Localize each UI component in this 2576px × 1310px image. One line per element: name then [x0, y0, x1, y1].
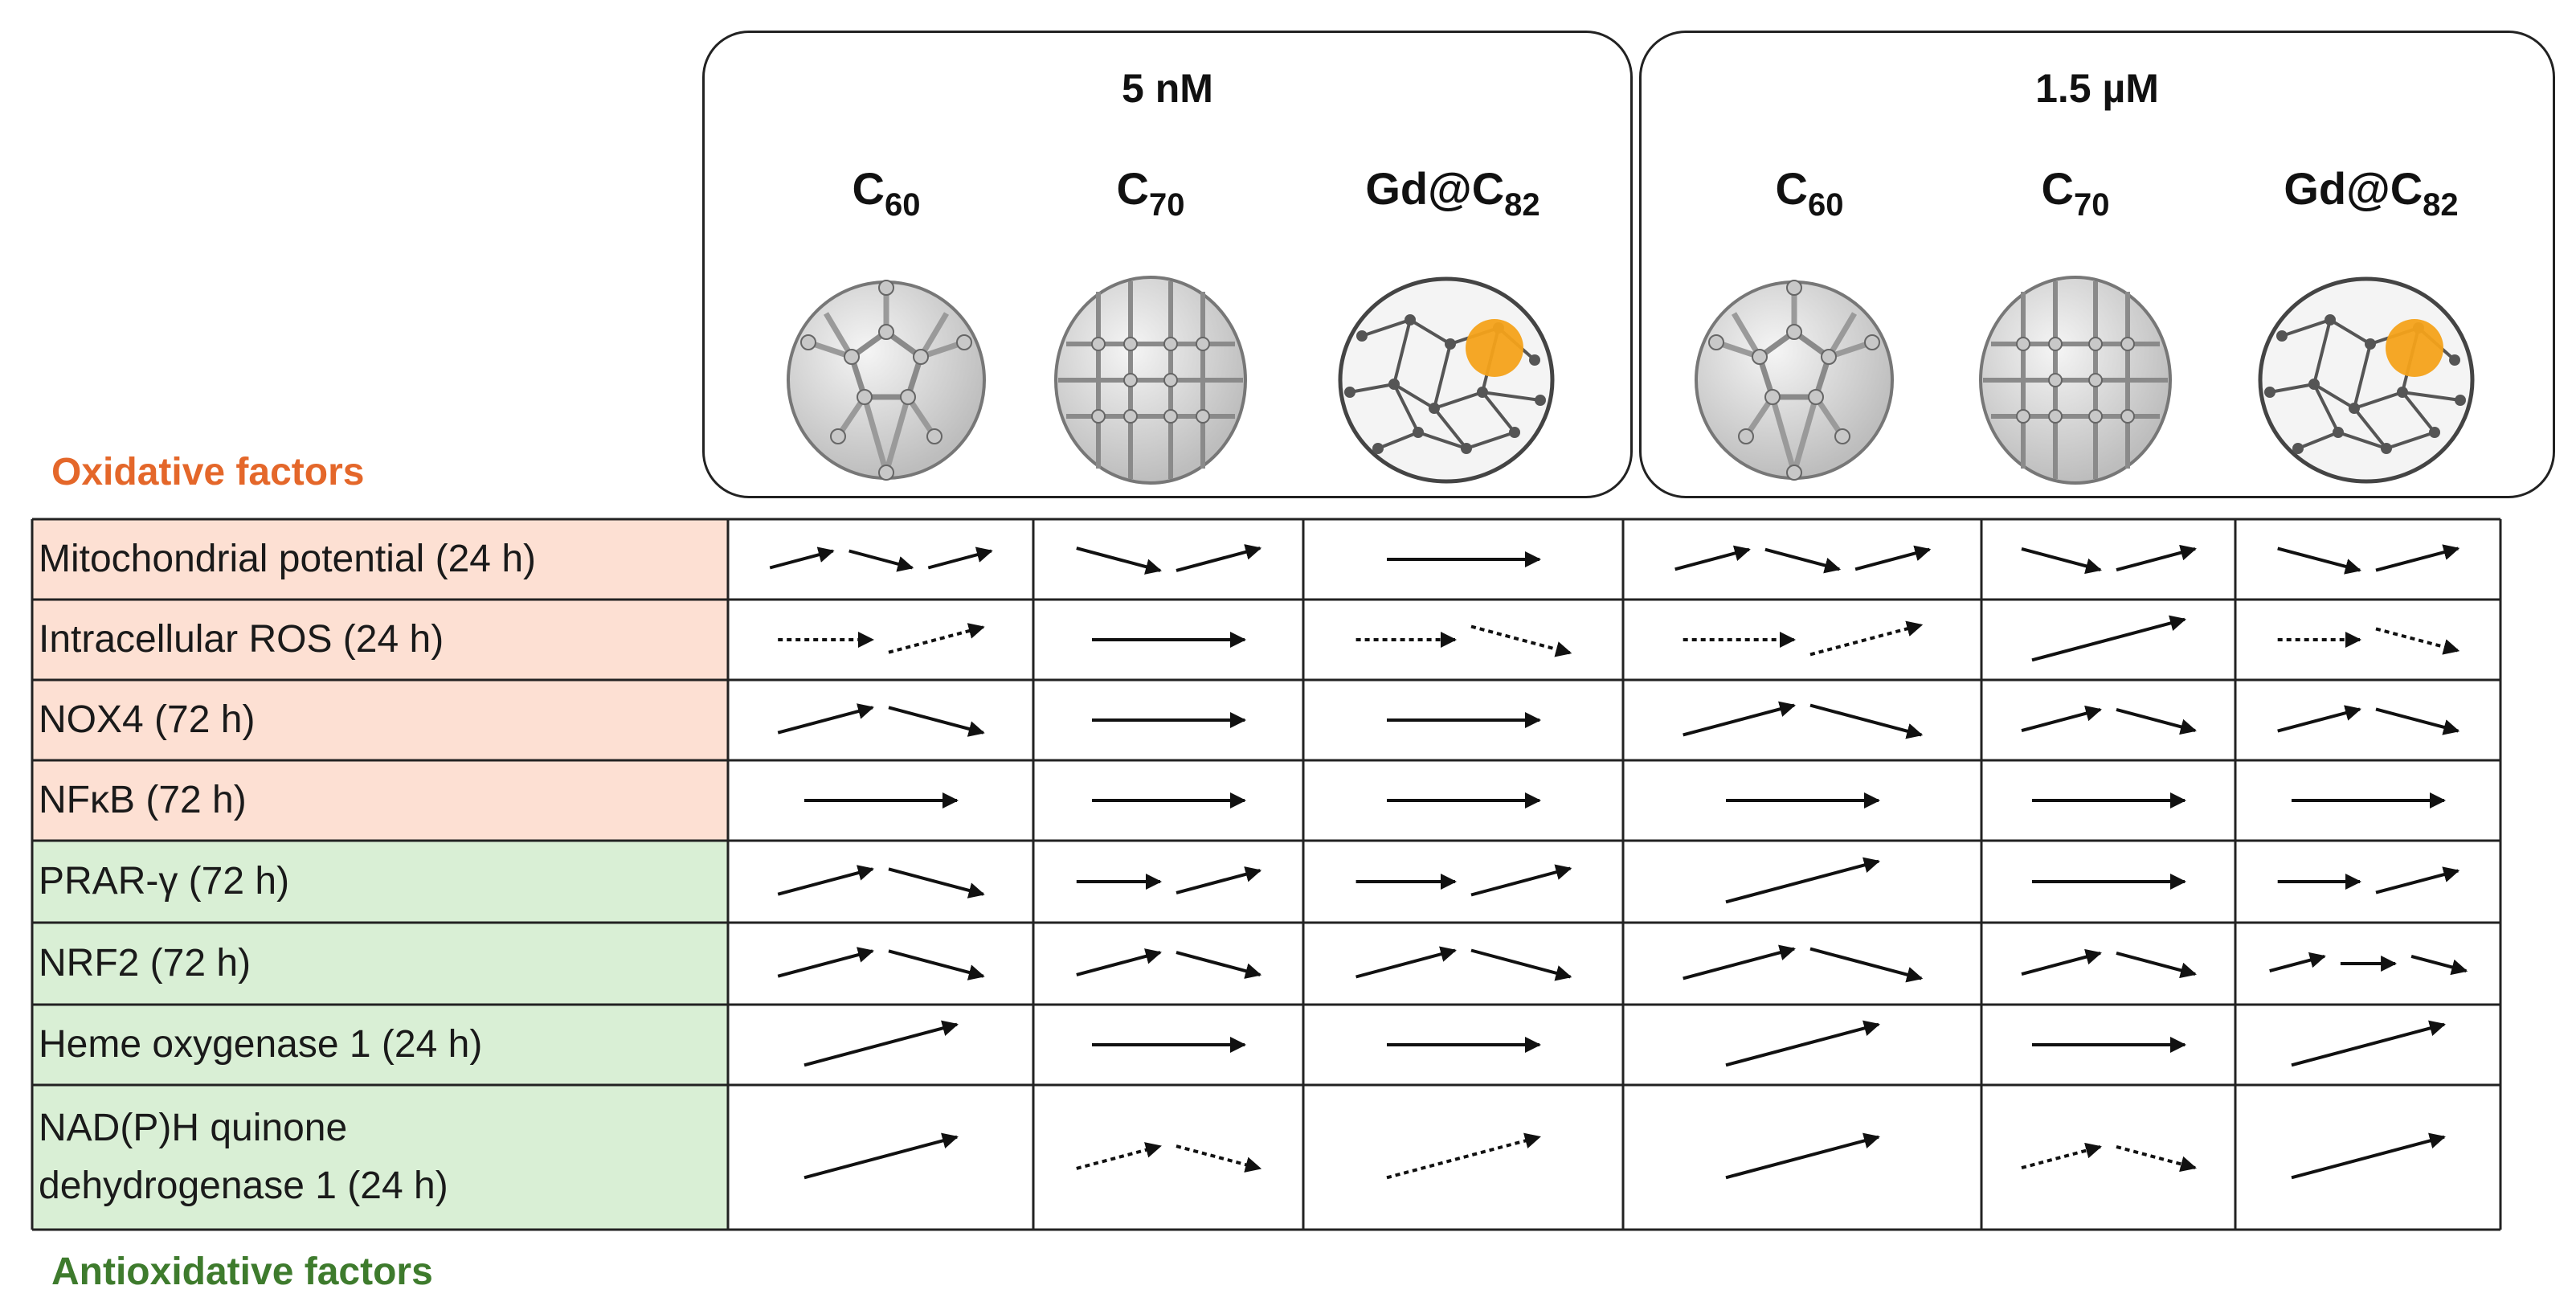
factor-label: Heme oxygenase 1 (24 h) [39, 1016, 482, 1074]
oxidative-row-background [32, 519, 728, 600]
trend-arrow-up [1683, 701, 1796, 737]
compound-label: C70 [2041, 163, 2110, 223]
factor-label: NRF2 (72 h) [39, 935, 251, 993]
c70-fullerene-illustration [1979, 276, 2172, 485]
compound-label: C70 [1116, 163, 1185, 223]
factor-label-line: Intracellular ROS (24 h) [39, 618, 444, 661]
trend-arrow-up [769, 547, 835, 570]
trend-arrow-up [2375, 866, 2460, 894]
trend-arrow-down [1176, 951, 1262, 979]
trend-arrow-down [2116, 951, 2197, 979]
trend-arrow-up [2291, 1020, 2446, 1067]
concentration-label: 1.5 µM [2035, 66, 2159, 111]
trend-arrow-down [888, 706, 985, 737]
oxidative-factors-heading: Oxidative factors [51, 451, 365, 493]
factor-label: Intracellular ROS (24 h) [39, 611, 444, 669]
trend-arrow-up [1176, 866, 1262, 894]
trend-arrow-down [2277, 547, 2361, 575]
factor-label-line: NFκB (72 h) [39, 779, 247, 821]
trend-arrow-up [927, 547, 993, 570]
concentration-label: 5 nM [1122, 66, 1213, 111]
antioxidative-row-background [32, 1085, 728, 1230]
trend-arrow-up [2116, 544, 2197, 572]
trend-arrow-up [2031, 615, 2186, 662]
trend-arrow-down [1764, 547, 1842, 574]
oxidative-row-background [32, 680, 728, 760]
trend-arrow-down [2021, 547, 2102, 575]
trend-arrow-up [777, 703, 874, 735]
factor-label-line: dehydrogenase 1 (24 h) [39, 1165, 448, 1207]
trend-arrow-down [1470, 948, 1572, 981]
trend-arrow-down [1176, 1144, 1262, 1173]
trend-arrow-down [1470, 624, 1572, 657]
factor-label-line: PRAR-γ (72 h) [39, 860, 290, 903]
trend-arrow-down [1809, 947, 1924, 983]
trend-arrow-down [2410, 954, 2468, 976]
gd-atom-icon [1466, 319, 1523, 377]
trend-arrow-down [1076, 547, 1162, 575]
trend-arrow-down [848, 549, 914, 572]
factor-label-line: NRF2 (72 h) [39, 942, 251, 985]
factor-label-line: NOX4 (72 h) [39, 698, 256, 741]
trend-arrow-up [1809, 620, 1924, 657]
trend-arrow-up [1386, 1132, 1541, 1180]
trend-arrow-up [2269, 952, 2326, 973]
trend-arrow-up [2021, 948, 2102, 976]
trend-arrow-down [888, 949, 985, 980]
trend-arrow-down [2375, 627, 2460, 655]
trend-arrow-down [2116, 707, 2197, 735]
c60-fullerene-illustration [1695, 280, 1894, 481]
trend-arrow-up [1854, 545, 1932, 571]
trend-arrow-down [2116, 1144, 2197, 1173]
trend-arrow-up [1176, 544, 1262, 572]
trend-arrow-up [1674, 545, 1751, 571]
gd-atom-icon [2386, 319, 2443, 377]
trend-arrow-up [1076, 948, 1162, 976]
factor-label-line: NAD(P)H quinone [39, 1107, 348, 1149]
factor-label: PRAR-γ (72 h) [39, 853, 289, 911]
trend-arrow-up [777, 865, 874, 896]
trend-arrow-up [1725, 857, 1880, 904]
gd-c82-metallofullerene-illustration [2258, 276, 2475, 484]
antioxidative-factors-heading: Antioxidative factors [51, 1251, 433, 1293]
trend-arrow-up [2291, 1132, 2446, 1180]
trend-arrow-up [1725, 1020, 1880, 1067]
trend-arrow-up [1355, 946, 1457, 979]
antioxidative-row-background [32, 841, 728, 923]
trend-arrow-up [1725, 1132, 1880, 1180]
trend-arrow-up [1076, 1142, 1162, 1170]
c60-fullerene-illustration [787, 280, 986, 481]
factor-label: NOX4 (72 h) [39, 691, 255, 749]
compound-label: C60 [1775, 163, 1844, 223]
trend-arrow-down [888, 867, 985, 899]
c70-fullerene-illustration [1054, 276, 1247, 485]
compound-label: C60 [852, 163, 921, 223]
trend-arrow-up [2277, 705, 2361, 733]
antioxidative-row-background [32, 1005, 728, 1085]
oxidative-row-background [32, 600, 728, 680]
oxidative-row-background [32, 760, 728, 841]
factor-label: NFκB (72 h) [39, 772, 247, 829]
trend-arrow-up [777, 947, 874, 978]
trend-arrow-up [2375, 544, 2460, 572]
factor-label-line: Mitochondrial potential (24 h) [39, 538, 537, 580]
trend-arrow-up [2021, 1142, 2102, 1170]
trend-arrow-up [803, 1020, 959, 1067]
gd-c82-metallofullerene-illustration [1338, 276, 1555, 484]
trend-arrow-up [1470, 864, 1572, 897]
compound-label: Gd@C82 [2284, 163, 2459, 223]
factor-label: NAD(P)H quinone dehydrogenase 1 (24 h) [39, 1099, 448, 1215]
trend-arrow-down [2375, 707, 2460, 735]
trend-arrow-up [888, 623, 985, 654]
compound-label: Gd@C82 [1365, 163, 1540, 223]
trend-arrow-up [803, 1132, 959, 1180]
factor-label-line: Heme oxygenase 1 (24 h) [39, 1023, 483, 1066]
trend-arrow-up [2021, 705, 2102, 733]
antioxidative-row-background [32, 923, 728, 1005]
factor-label: Mitochondrial potential (24 h) [39, 530, 536, 588]
trend-arrow-down [1809, 703, 1924, 739]
trend-arrow-up [1683, 944, 1796, 980]
